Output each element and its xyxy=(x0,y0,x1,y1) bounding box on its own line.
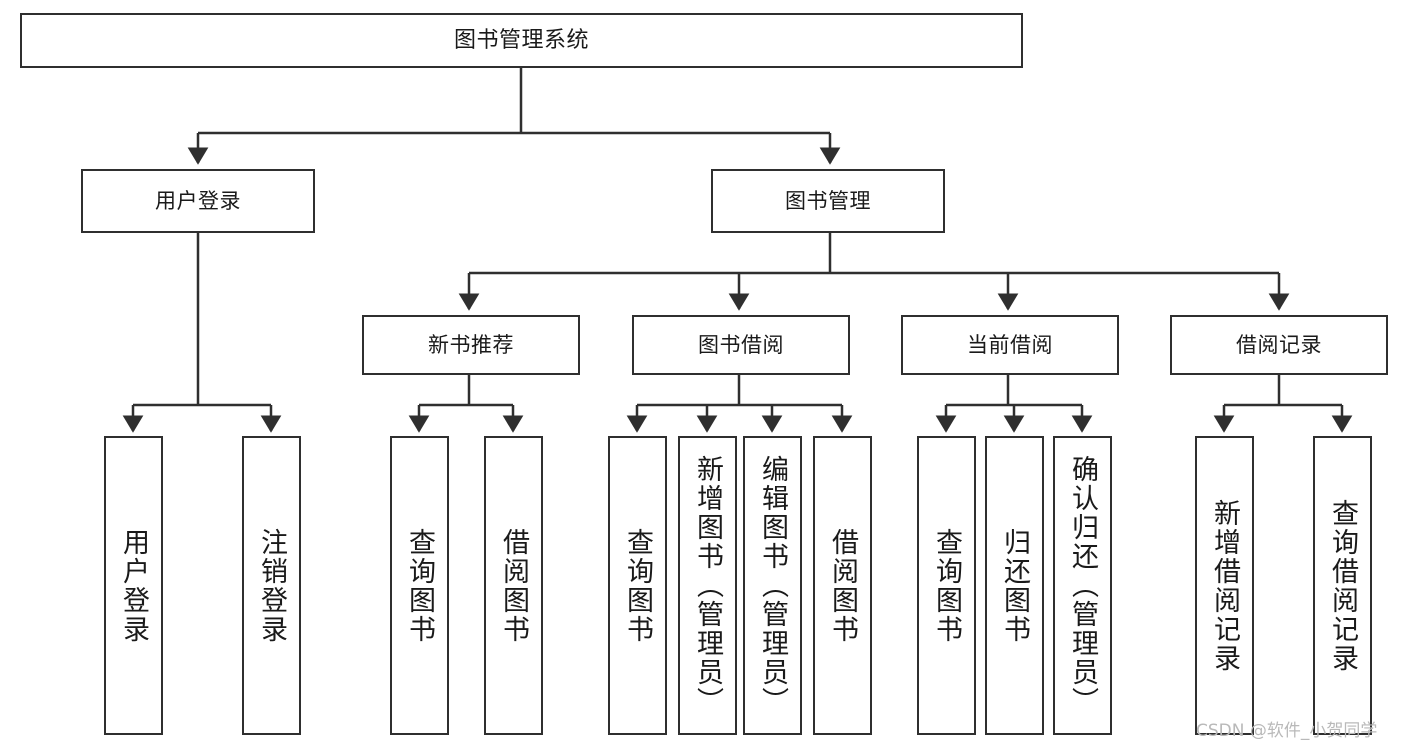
node-leaf-logout-login-label: 注销登录 xyxy=(256,527,287,644)
node-leaf-borrow-book-1[interactable]: 借阅图书 xyxy=(484,436,543,735)
node-leaf-confirm-return[interactable]: 确认归还（管理员） xyxy=(1053,436,1112,735)
node-root-label: 图书管理系统 xyxy=(453,27,589,53)
node-book-management[interactable]: 图书管理 xyxy=(711,169,945,233)
node-book-borrow-label: 图书借阅 xyxy=(698,332,784,357)
node-current-borrow-label: 当前借阅 xyxy=(967,332,1053,357)
node-leaf-query-book-2-label: 查询图书 xyxy=(622,527,653,644)
node-leaf-user-login-label: 用户登录 xyxy=(118,527,149,644)
node-leaf-add-book-label: 新增图书（管理员） xyxy=(692,455,723,716)
node-leaf-add-record[interactable]: 新增借阅记录 xyxy=(1195,436,1254,735)
node-new-book-recommend-label: 新书推荐 xyxy=(428,332,514,357)
node-leaf-user-login[interactable]: 用户登录 xyxy=(104,436,163,735)
node-book-borrow[interactable]: 图书借阅 xyxy=(632,315,850,375)
node-leaf-query-book-2[interactable]: 查询图书 xyxy=(608,436,667,735)
node-leaf-query-record-label: 查询借阅记录 xyxy=(1327,498,1358,673)
node-current-borrow[interactable]: 当前借阅 xyxy=(901,315,1119,375)
node-leaf-edit-book-label: 编辑图书（管理员） xyxy=(757,455,788,716)
node-leaf-query-record[interactable]: 查询借阅记录 xyxy=(1313,436,1372,735)
node-leaf-return-book-label: 归还图书 xyxy=(999,527,1030,644)
node-leaf-borrow-book-2[interactable]: 借阅图书 xyxy=(813,436,872,735)
node-leaf-add-record-label: 新增借阅记录 xyxy=(1209,498,1240,673)
node-leaf-confirm-return-label: 确认归还（管理员） xyxy=(1067,455,1098,716)
node-leaf-borrow-book-2-label: 借阅图书 xyxy=(827,527,858,644)
node-root[interactable]: 图书管理系统 xyxy=(20,13,1023,68)
node-leaf-logout-login[interactable]: 注销登录 xyxy=(242,436,301,735)
node-borrow-record[interactable]: 借阅记录 xyxy=(1170,315,1388,375)
node-leaf-add-book[interactable]: 新增图书（管理员） xyxy=(678,436,737,735)
node-user-login[interactable]: 用户登录 xyxy=(81,169,315,233)
node-leaf-query-book-1-label: 查询图书 xyxy=(404,527,435,644)
node-leaf-query-book-3[interactable]: 查询图书 xyxy=(917,436,976,735)
node-leaf-query-book-1[interactable]: 查询图书 xyxy=(390,436,449,735)
node-book-management-label: 图书管理 xyxy=(785,188,871,213)
node-leaf-return-book[interactable]: 归还图书 xyxy=(985,436,1044,735)
node-user-login-label: 用户登录 xyxy=(155,188,241,213)
node-leaf-edit-book[interactable]: 编辑图书（管理员） xyxy=(743,436,802,735)
node-new-book-recommend[interactable]: 新书推荐 xyxy=(362,315,580,375)
node-leaf-borrow-book-1-label: 借阅图书 xyxy=(498,527,529,644)
node-borrow-record-label: 借阅记录 xyxy=(1236,332,1322,357)
node-leaf-query-book-3-label: 查询图书 xyxy=(931,527,962,644)
watermark: CSDN @软件_小贺同学 xyxy=(1196,721,1378,741)
